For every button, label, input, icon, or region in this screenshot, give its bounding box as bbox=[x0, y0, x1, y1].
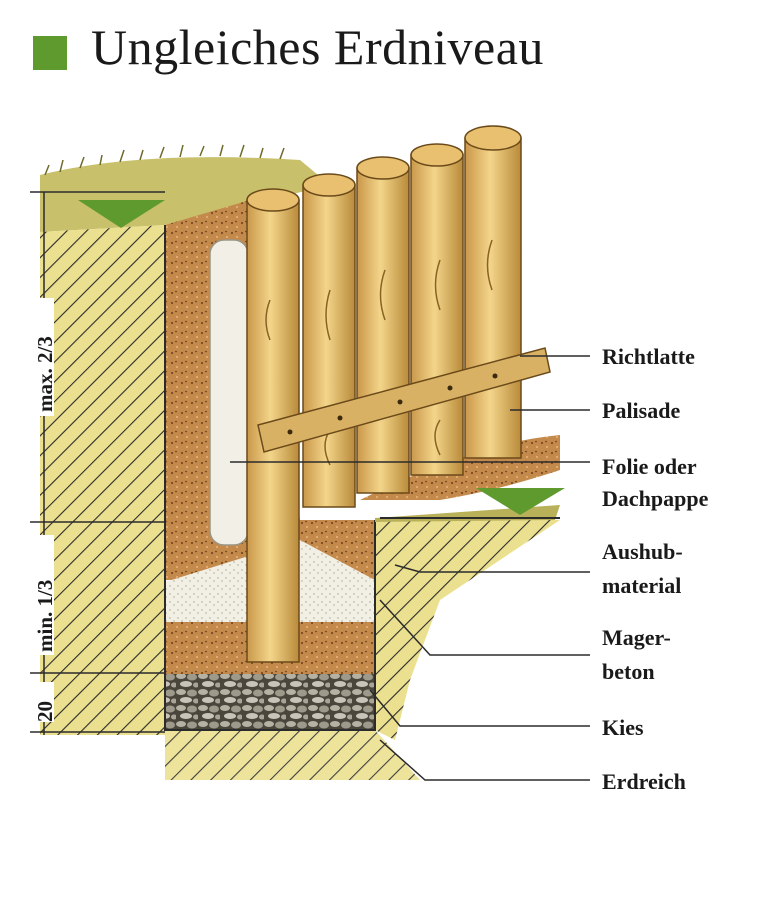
trench-outline bbox=[164, 225, 376, 731]
label-lean-concrete-line1: Mager- bbox=[602, 625, 671, 650]
log-end bbox=[302, 173, 356, 197]
label-gravel: Kies bbox=[602, 715, 644, 740]
label-straightening-batten: Richtlatte bbox=[602, 344, 695, 369]
page-title: Ungleiches Erdniveau bbox=[91, 19, 544, 75]
soil-bottom bbox=[165, 730, 420, 780]
dim-gap-lower bbox=[34, 682, 54, 722]
grass-texture bbox=[44, 144, 285, 176]
title-bullet-square bbox=[33, 36, 67, 70]
log-end bbox=[356, 156, 410, 180]
log-end bbox=[464, 125, 522, 151]
label-foil-line1: Folie oder bbox=[602, 454, 697, 479]
palisade-log bbox=[302, 184, 356, 508]
dim-gap-middle bbox=[34, 535, 54, 655]
soil-right bbox=[375, 520, 560, 740]
straightening-batten bbox=[257, 347, 551, 453]
label-lean-concrete-line2: beton bbox=[602, 659, 655, 684]
leader-lines bbox=[230, 355, 590, 781]
label-excavated-line2: material bbox=[602, 573, 681, 598]
dimension-lower: 20 bbox=[33, 701, 57, 722]
dimension-upper: max. 2/3 bbox=[33, 336, 57, 412]
log-end bbox=[410, 143, 464, 167]
palisade-log bbox=[464, 137, 522, 459]
gravel-layer bbox=[165, 674, 375, 730]
label-soil: Erdreich bbox=[602, 769, 686, 794]
label-palisade: Palisade bbox=[602, 398, 680, 423]
dim-gap-upper bbox=[34, 298, 54, 416]
foil-sheet bbox=[209, 239, 249, 546]
dimension-middle: min. 1/3 bbox=[33, 580, 57, 652]
label-excavated-line1: Aushub- bbox=[602, 539, 683, 564]
upper-level-marker bbox=[78, 200, 165, 228]
log-end bbox=[246, 188, 300, 212]
label-foil-line2: Dachpappe bbox=[602, 486, 709, 511]
soil-left bbox=[40, 225, 165, 735]
lower-level-marker bbox=[476, 488, 565, 515]
wood-grain bbox=[265, 239, 493, 466]
palisade-log bbox=[356, 167, 410, 494]
